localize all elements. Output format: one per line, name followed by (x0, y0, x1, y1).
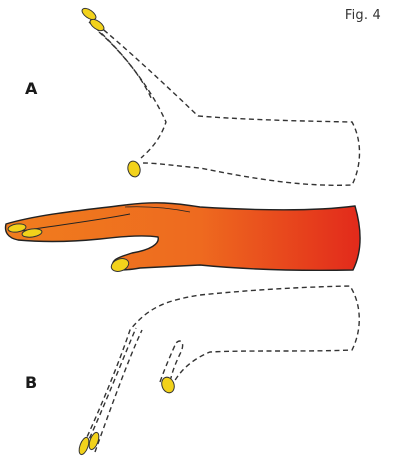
hand-outline-position-b (80, 286, 359, 452)
position-label-a: A (25, 79, 37, 98)
hand-solid-middle (6, 203, 361, 271)
fingernails-position-b (77, 375, 176, 455)
position-label-b: B (25, 373, 37, 392)
fingernails-position-a (80, 6, 142, 178)
hand-outline-position-a (84, 14, 360, 185)
figure-caption: Fig. 4 (345, 8, 381, 23)
